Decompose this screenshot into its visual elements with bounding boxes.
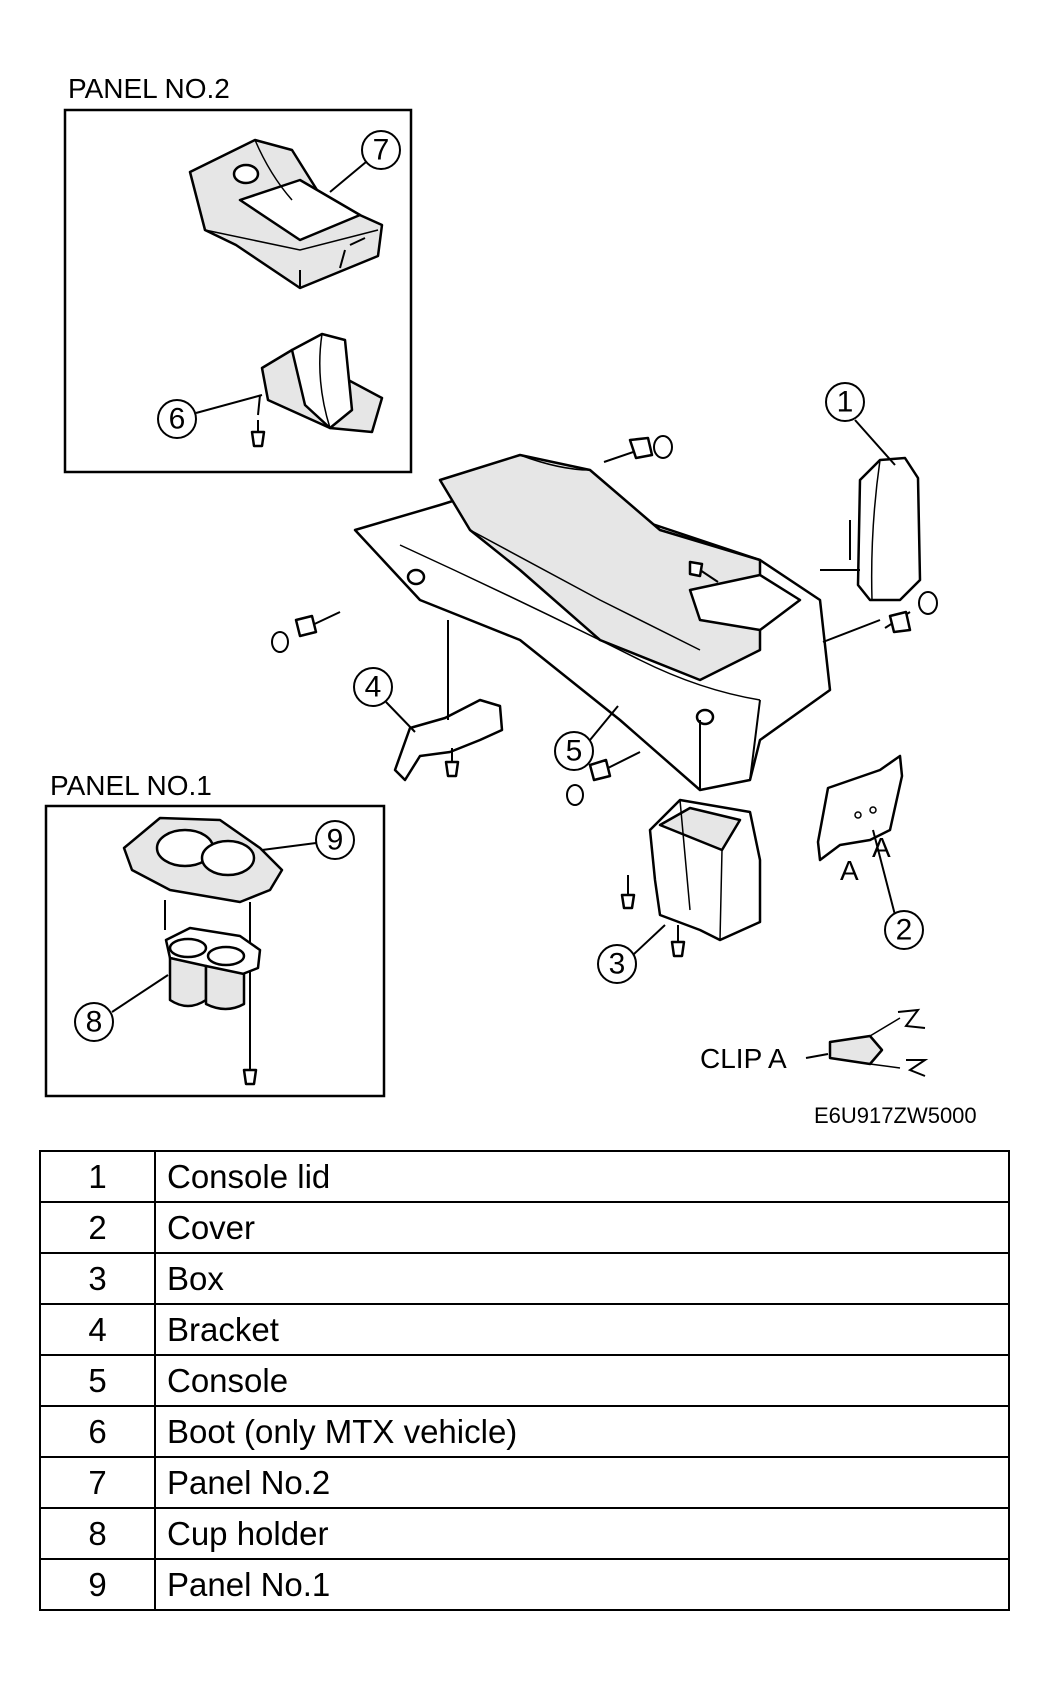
box-part (620, 798, 762, 958)
figure-code: E6U917ZW5000 (814, 1103, 977, 1128)
callout-9: 9 (327, 824, 344, 857)
panel2-inset-frame (63, 108, 413, 474)
callout-6-circle (157, 399, 197, 439)
clip-a-part: CLIP A (700, 1008, 929, 1077)
part-number-cell: 6 (39, 1405, 156, 1458)
part-number-cell: 4 (39, 1303, 156, 1356)
callout-8: 8 (86, 1006, 103, 1039)
console-lid-part (820, 456, 922, 602)
callout-8-circle (74, 1002, 114, 1042)
part-name-cell: Panel No.2 (154, 1456, 1010, 1509)
part-number-cell: 5 (39, 1354, 156, 1407)
part-name-cell: Box (154, 1252, 1010, 1305)
callout-7: 7 (373, 134, 390, 167)
part-name-cell: Console lid (154, 1150, 1010, 1203)
panel-no2-part (188, 138, 384, 290)
callout-6: 6 (169, 403, 186, 436)
part-name-cell: Cup holder (154, 1507, 1010, 1560)
part-name-cell: Panel No.1 (154, 1558, 1010, 1611)
callout-5-circle (554, 731, 594, 771)
callout-4-circle (353, 667, 393, 707)
cup-holder-part (164, 926, 262, 1086)
clip-a-label: CLIP A (700, 1043, 787, 1074)
clip-marker-a-left: A (840, 855, 859, 886)
part-number-cell: 8 (39, 1507, 156, 1560)
callout-4: 4 (365, 671, 382, 704)
callout-3: 3 (609, 948, 626, 981)
clip-marker-a-right: A (872, 832, 891, 863)
part-name-cell: Console (154, 1354, 1010, 1407)
callout-2-circle (884, 910, 924, 950)
fasteners (271, 435, 938, 806)
part-name-cell: Cover (154, 1201, 1010, 1254)
exploded-view-diagram: PANEL NO.2 (44, 73, 977, 1128)
part-number-cell: 9 (39, 1558, 156, 1611)
callout-3-circle (597, 944, 637, 984)
panel2-title: PANEL NO.2 (68, 73, 230, 104)
callout-5: 5 (566, 735, 583, 768)
callout-1-circle (825, 382, 865, 422)
callout-2: 2 (896, 914, 913, 947)
part-name-cell: Boot (only MTX vehicle) (154, 1405, 1010, 1458)
part-number-cell: 7 (39, 1456, 156, 1509)
panel1-inset-frame (44, 804, 386, 1098)
cover-part: A A (816, 754, 904, 916)
boot-part (250, 332, 384, 448)
console-part (353, 453, 832, 792)
part-number-cell: 3 (39, 1252, 156, 1305)
callout-9-circle (315, 820, 355, 860)
callouts: 1 2 3 4 5 6 7 8 9 (74, 130, 924, 1042)
panel-no1-part (122, 816, 284, 1080)
part-name-cell: Bracket (154, 1303, 1010, 1356)
part-number-cell: 1 (39, 1150, 156, 1203)
part-number-cell: 2 (39, 1201, 156, 1254)
callout-7-circle (361, 130, 401, 170)
callout-1: 1 (837, 386, 854, 419)
bracket-part (393, 620, 504, 782)
panel1-title: PANEL NO.1 (50, 770, 212, 801)
